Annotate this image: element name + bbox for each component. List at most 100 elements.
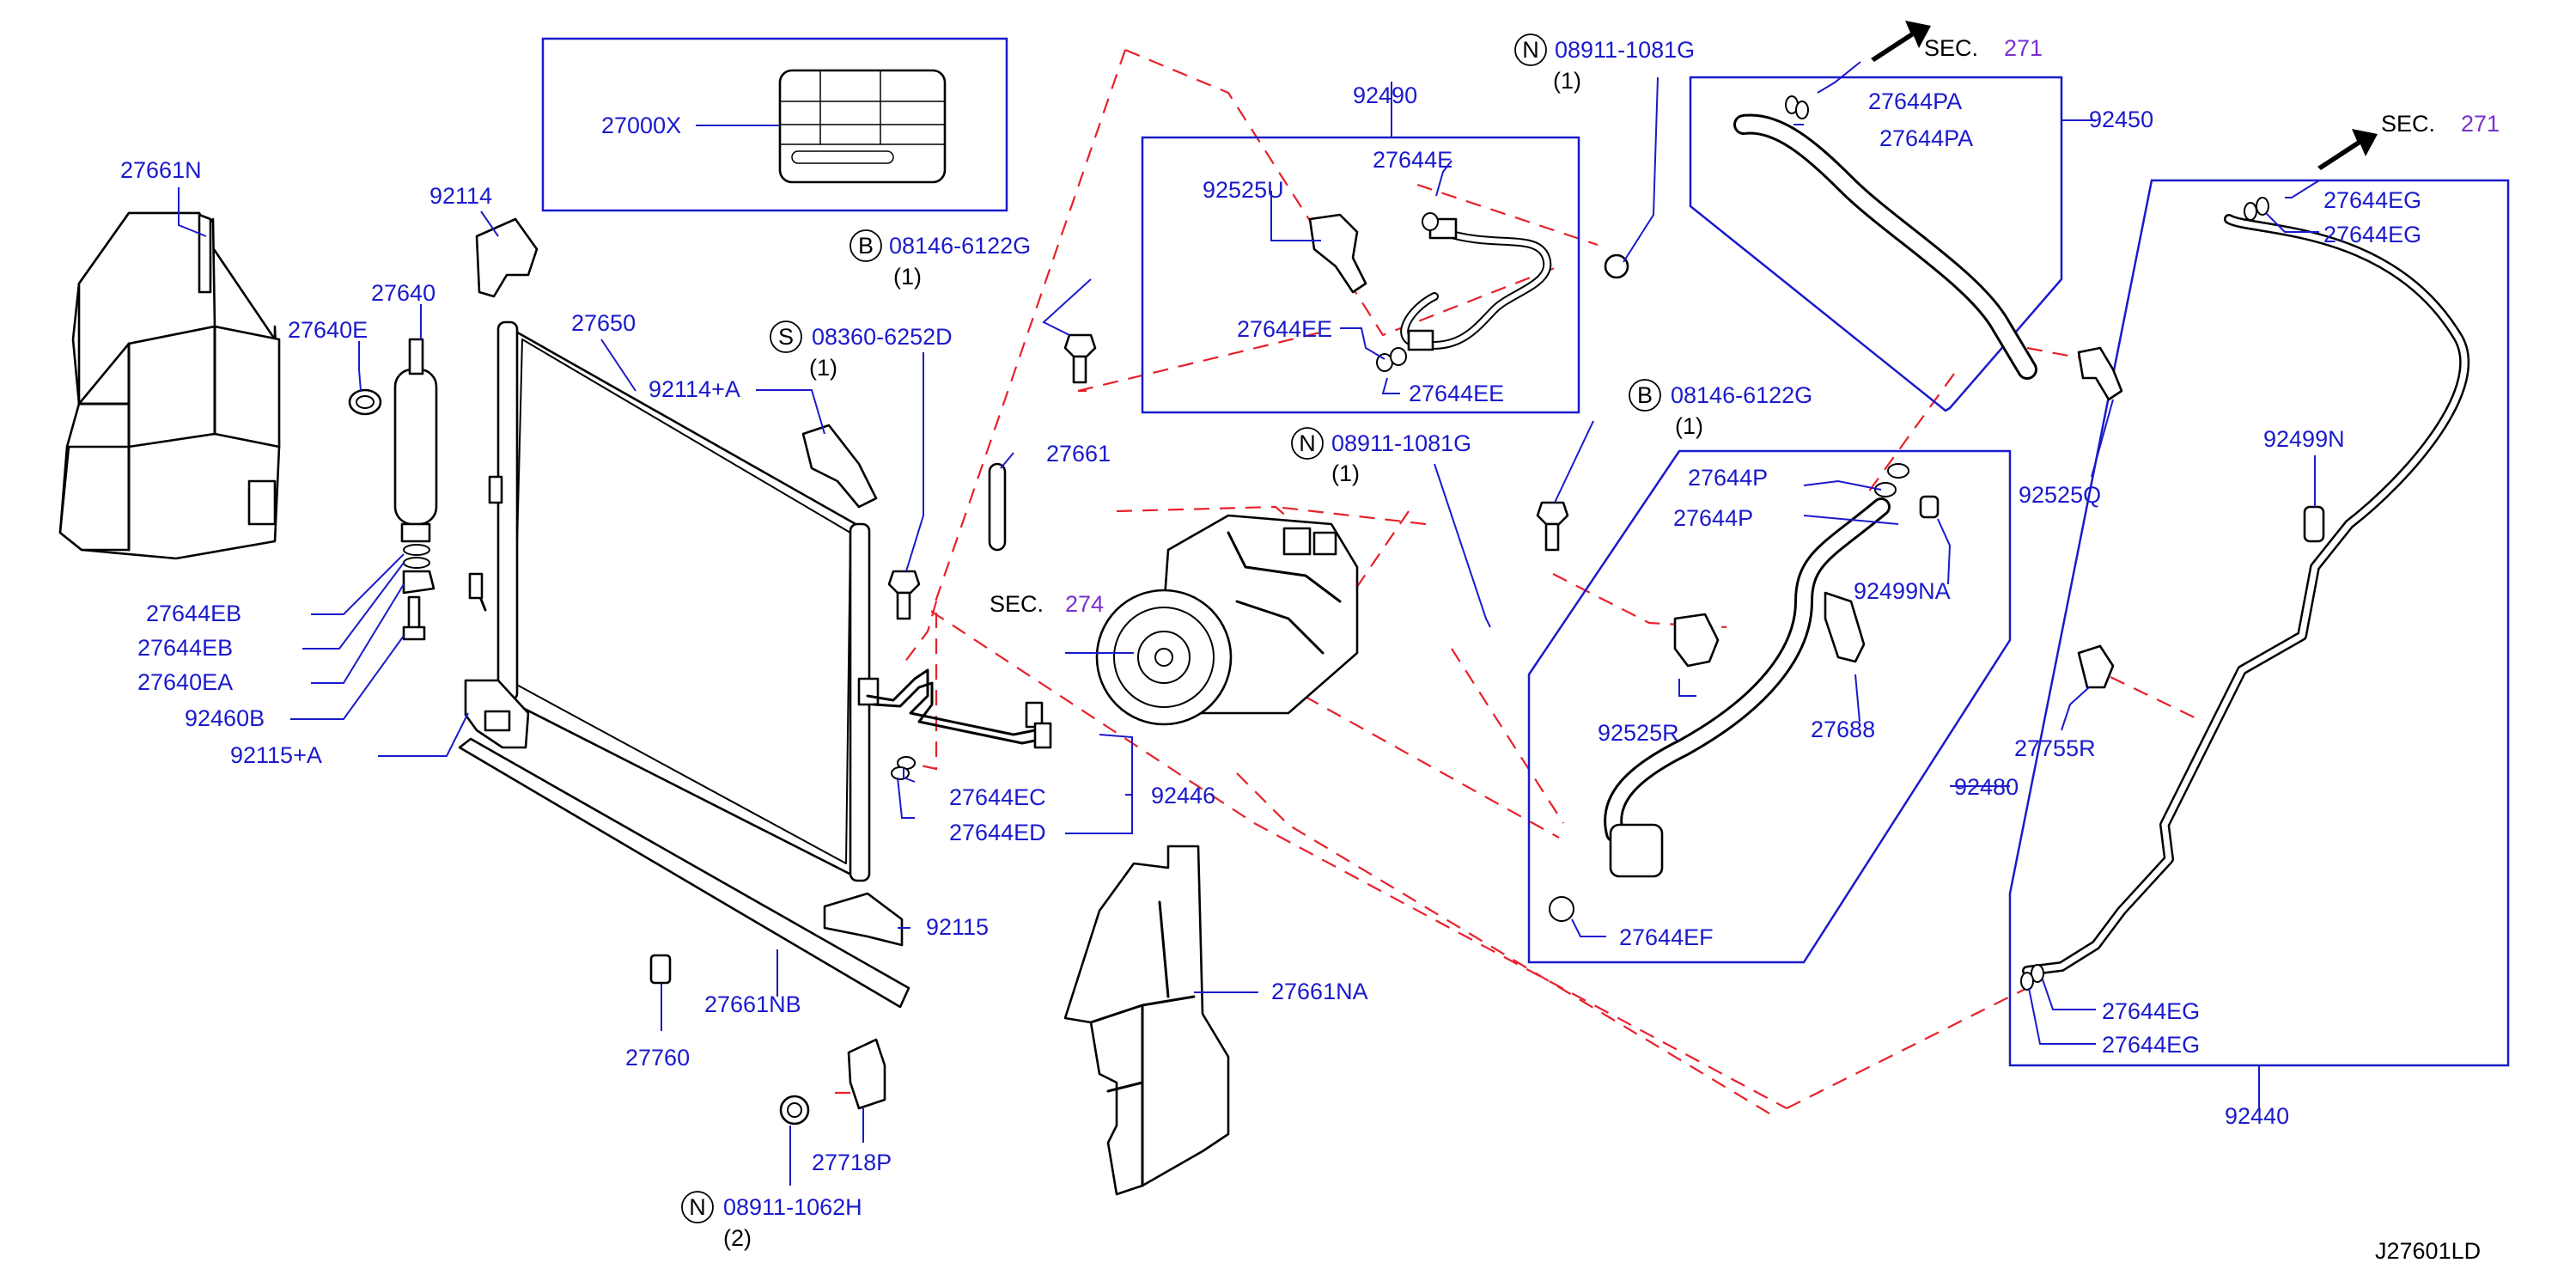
part-label: 92446	[1151, 783, 1215, 808]
seal-27661	[988, 462, 1007, 552]
part-label: 92499N	[2263, 426, 2345, 452]
hose-92490	[1308, 212, 1629, 372]
part-label: 27661	[1046, 441, 1111, 467]
fastener-qty: (2)	[723, 1225, 752, 1251]
bracket-92114A	[801, 424, 878, 509]
fastener-code: 08911-1081G	[1331, 430, 1471, 456]
part-label: 27640EA	[137, 669, 233, 695]
part-label: 92114	[429, 183, 492, 209]
fastener-qty: (1)	[809, 355, 837, 381]
bracket-92114	[475, 217, 539, 298]
fastener-code: 08146-6122G	[889, 233, 1031, 259]
part-label: 92114+A	[649, 376, 740, 402]
compressor	[1095, 514, 1359, 726]
part-label: 27718P	[812, 1150, 892, 1175]
arrow-icon	[1871, 21, 1931, 62]
sec-prefix: SEC.	[2381, 111, 2435, 137]
part-label: 92115+A	[230, 742, 322, 768]
box-92450	[1689, 76, 2063, 412]
fastener-callout-n2: N 08911-1081G (1)	[1291, 427, 1471, 486]
part-label: 27644EB	[146, 601, 241, 626]
part-label: 27644EE	[1237, 316, 1332, 342]
label-plate-27000X	[778, 69, 947, 184]
part-label: 92480	[1954, 774, 2019, 800]
part-label: 27644EG	[2102, 998, 2200, 1024]
sec-label-271a: SEC. 271	[1924, 35, 2043, 61]
part-label: 27644EC	[949, 784, 1046, 810]
box-92490	[1141, 136, 1580, 414]
fastener-qty: (1)	[1675, 413, 1703, 439]
fastener-letter: N	[1522, 37, 1539, 63]
sec-arrows	[1871, 21, 2378, 170]
part-label: 27644EF	[1619, 924, 1714, 950]
sec-prefix: SEC.	[1924, 35, 1978, 61]
fastener-letter: B	[858, 233, 874, 259]
part-label: 92450	[2089, 107, 2153, 132]
part-label: 27644PA	[1868, 88, 1962, 114]
fastener-code: 08911-1081G	[1555, 37, 1695, 63]
part-label: 27644E	[1373, 147, 1452, 173]
fastener-callout-b2: B 08146-6122G (1)	[1629, 379, 1812, 439]
part-label: 27644PA	[1879, 125, 1973, 151]
box-92480	[1527, 449, 2012, 964]
part-label: 92525U	[1203, 177, 1284, 203]
part-label: 27661NB	[704, 991, 801, 1017]
part-label: 27644EG	[2102, 1032, 2200, 1058]
part-label: 27644P	[1688, 465, 1768, 491]
fastener-letter: B	[1637, 382, 1653, 408]
bolts	[887, 333, 1569, 620]
part-label: 27760	[625, 1045, 690, 1071]
part-label: 92499NA	[1854, 578, 1951, 604]
dashed-assembly-lines	[825, 48, 2204, 1119]
diagram-id: J27601LD	[2375, 1238, 2481, 1264]
sec-number: 271	[2461, 111, 2500, 137]
box-92440	[2008, 179, 2510, 1067]
shroud-27661N	[58, 211, 281, 560]
part-label: 92115	[926, 914, 989, 940]
fastener-callout-s1: S 08360-6252D (1)	[770, 320, 953, 381]
condenser-27650	[468, 320, 880, 882]
part-label: 27644P	[1673, 505, 1753, 531]
hose-92450	[1733, 95, 2123, 401]
fastener-letter: N	[1299, 430, 1316, 456]
part-label: 27000X	[601, 113, 681, 138]
part-label: 27644EG	[2323, 222, 2421, 247]
leader-lines	[178, 61, 2320, 1186]
bracket-92115	[823, 892, 904, 947]
part-label: 92525Q	[2019, 482, 2101, 508]
part-label: 27755R	[2014, 735, 2096, 761]
part-label: 92460B	[185, 705, 265, 731]
group-boxes	[541, 37, 2510, 1067]
part-label: 27640	[371, 280, 435, 306]
fastener-code: 08360-6252D	[812, 324, 953, 350]
pipe-92440	[2020, 197, 2470, 991]
fastener-callout-b1: B 08146-6122G (1)	[850, 229, 1031, 290]
part-label: 27650	[571, 310, 636, 336]
part-label: 92440	[2225, 1103, 2289, 1129]
part-label: 27644EB	[137, 635, 233, 661]
small-parts-lower-left	[649, 954, 886, 1126]
fastener-qty: (1)	[1553, 68, 1581, 94]
label-box	[541, 37, 1008, 212]
sec-label-271b: SEC. 271	[2381, 111, 2500, 137]
fastener-qty: (1)	[893, 264, 922, 290]
part-label: 27644EE	[1409, 381, 1504, 406]
part-labels: 27000X 27661N 92114 27640 27640E 27650 9…	[120, 82, 2421, 1175]
arrow-icon	[2317, 129, 2378, 170]
part-label: 27640E	[288, 317, 368, 343]
seal-strip-27661NB	[458, 737, 910, 1009]
sec-number: 271	[2004, 35, 2043, 61]
part-label: 27661N	[120, 157, 202, 183]
fastener-callout-n1: N 08911-1081G (1)	[1514, 34, 1695, 94]
part-label: 27688	[1811, 717, 1875, 742]
part-label: 27644ED	[949, 820, 1046, 845]
fastener-qty: (1)	[1331, 461, 1360, 486]
fastener-letter: S	[778, 324, 794, 350]
fastener-letter: N	[689, 1194, 706, 1220]
receiver-drier-27640	[348, 338, 438, 641]
part-label: 92490	[1353, 82, 1417, 108]
part-label: 27661NA	[1271, 979, 1368, 1004]
fastener-callout-n3: N 08911-1062H (2)	[681, 1191, 862, 1251]
bracket-92115A	[464, 679, 530, 749]
